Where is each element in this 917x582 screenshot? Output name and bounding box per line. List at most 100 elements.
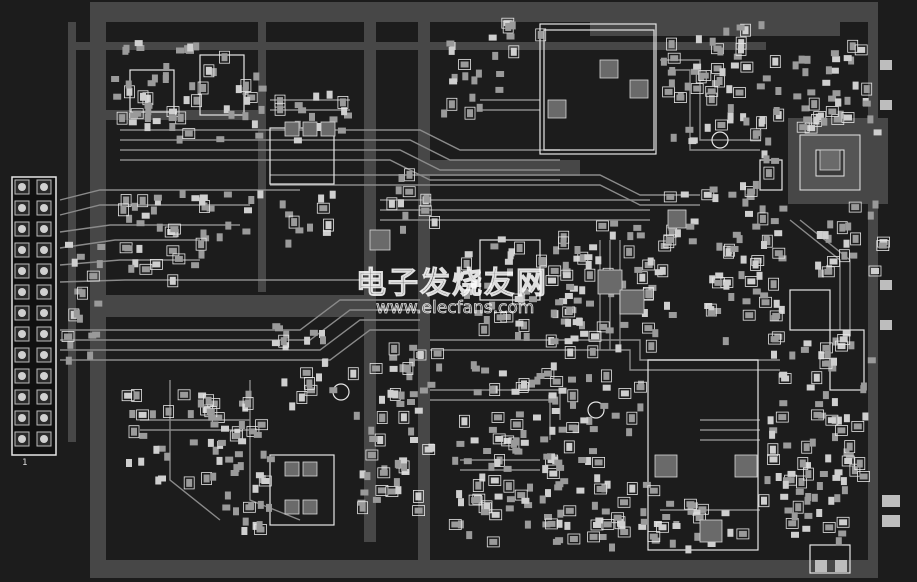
smd-pad xyxy=(281,378,288,387)
smd-pad xyxy=(669,539,676,548)
smd-pad xyxy=(245,399,252,408)
smd-pad xyxy=(565,507,574,514)
smd-pad xyxy=(401,462,408,471)
smd-pad xyxy=(394,459,401,468)
pad-silkscreen xyxy=(128,425,140,439)
component-body xyxy=(302,461,318,477)
smd-pad xyxy=(522,288,531,295)
edge-connectors xyxy=(815,60,900,572)
smd-pad xyxy=(591,333,599,340)
pad-silkscreen xyxy=(398,410,410,424)
pad-silkscreen xyxy=(492,433,506,445)
smd-pad xyxy=(560,238,567,247)
smd-pad xyxy=(589,244,598,251)
smd-pad xyxy=(752,260,759,269)
pad-silkscreen xyxy=(536,254,547,268)
smd-pad xyxy=(660,57,667,66)
smd-pad xyxy=(857,46,866,53)
smd-pad xyxy=(529,296,537,303)
smd-pad xyxy=(653,521,662,527)
pad-silkscreen xyxy=(594,483,607,495)
smd-pad xyxy=(556,464,565,471)
smd-pad xyxy=(155,476,162,485)
pad-silkscreen xyxy=(587,345,599,359)
smd-pad xyxy=(633,224,642,231)
smd-pad xyxy=(153,194,162,201)
smd-pad xyxy=(170,226,179,233)
smd-pad xyxy=(852,234,859,243)
smd-pad xyxy=(186,478,193,487)
smd-pad xyxy=(816,231,823,239)
smd-pad xyxy=(566,306,573,315)
component-body xyxy=(699,519,723,543)
smd-pad xyxy=(228,110,235,119)
smd-pad xyxy=(360,489,369,496)
smd-pad xyxy=(760,292,769,299)
smd-pad xyxy=(640,518,649,525)
smd-pad xyxy=(837,110,844,119)
smd-pad xyxy=(398,391,405,400)
smd-pad xyxy=(232,433,241,439)
smd-pad xyxy=(177,113,184,122)
smd-pad xyxy=(520,430,527,438)
smd-pad xyxy=(87,351,94,360)
smd-pad xyxy=(742,198,749,207)
pad-silkscreen xyxy=(486,536,500,548)
smd-pad xyxy=(620,280,627,289)
smd-pad xyxy=(521,497,530,504)
smd-pad xyxy=(216,456,223,465)
smd-pad xyxy=(834,469,843,476)
pad-silkscreen xyxy=(690,83,704,94)
pad-silkscreen xyxy=(756,116,767,130)
smd-pad xyxy=(548,392,557,399)
smd-pad xyxy=(691,68,699,75)
smd-pad xyxy=(157,445,166,452)
smd-pad xyxy=(648,342,655,351)
smd-pad xyxy=(242,81,249,90)
smd-pad xyxy=(707,310,716,317)
smd-pad xyxy=(552,538,561,545)
smd-pad xyxy=(725,248,732,257)
smd-pad xyxy=(463,259,470,268)
smd-pad xyxy=(497,236,506,243)
smd-pad xyxy=(784,507,793,514)
pad-silkscreen xyxy=(596,220,609,232)
smd-pad xyxy=(122,46,129,55)
smd-pad xyxy=(341,107,348,116)
smd-pad xyxy=(152,118,161,125)
smd-pad xyxy=(208,414,217,421)
pad-silkscreen xyxy=(489,509,503,521)
smd-pad xyxy=(471,497,480,504)
pad-silkscreen xyxy=(274,102,286,116)
smd-pad xyxy=(427,381,436,388)
smd-pad xyxy=(198,240,205,249)
smd-pad xyxy=(686,223,695,230)
smd-pad xyxy=(818,351,825,360)
smd-pad xyxy=(773,299,780,308)
smd-pad xyxy=(811,100,818,109)
smd-pad xyxy=(783,477,791,484)
smd-pad xyxy=(736,24,745,31)
pad-silkscreen xyxy=(137,194,149,208)
pad-silkscreen xyxy=(715,119,728,131)
smd-pad xyxy=(316,373,322,382)
smd-pad xyxy=(548,277,556,284)
smd-pad xyxy=(319,330,325,338)
smd-pad xyxy=(205,66,212,75)
pad-silkscreen xyxy=(825,414,839,426)
smd-pad xyxy=(73,309,80,318)
smd-pad xyxy=(844,114,852,121)
smd-pad xyxy=(456,440,465,447)
smd-pad xyxy=(71,258,78,267)
smd-pad xyxy=(475,69,482,78)
smd-pad xyxy=(550,338,559,345)
smd-pad xyxy=(611,412,620,419)
smd-pad xyxy=(626,247,633,256)
smd-pad xyxy=(464,290,470,299)
smd-pad xyxy=(780,493,789,500)
smd-pad xyxy=(542,465,549,474)
pad-silkscreen xyxy=(705,86,719,97)
smd-pad xyxy=(723,281,730,290)
smd-pad xyxy=(449,78,458,85)
pad-silkscreen xyxy=(839,249,850,263)
